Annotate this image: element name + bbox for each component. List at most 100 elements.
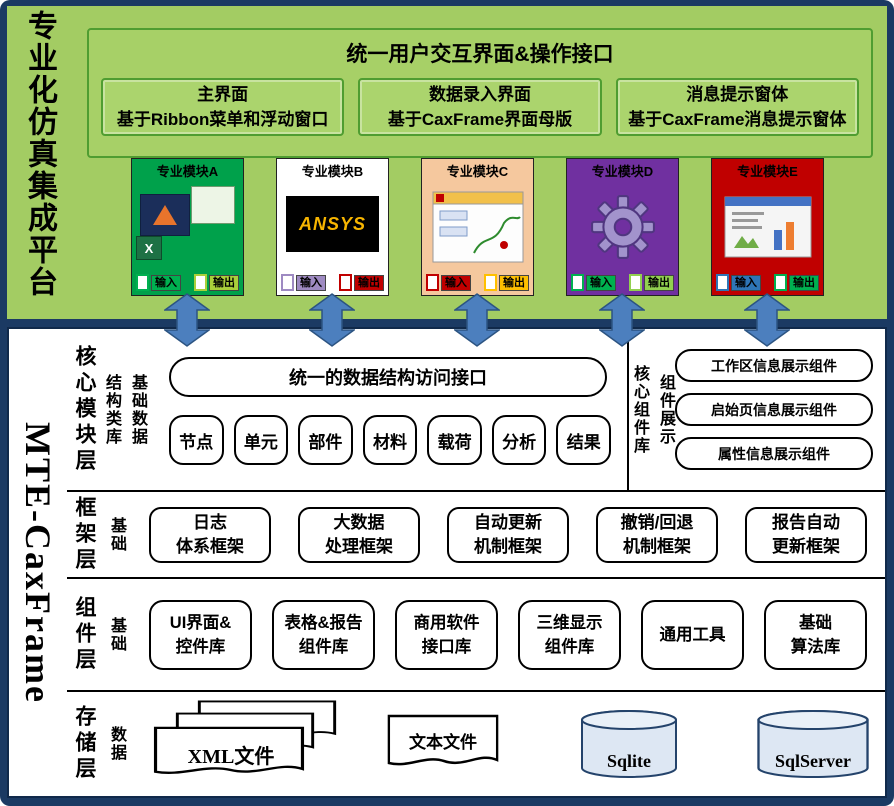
component-layer-sublabel: 基础 [108,616,125,653]
input-doc-icon [281,274,294,291]
sqlserver-database-shape: SqlServer [755,708,871,780]
pill-material: 材料 [362,415,418,465]
framework-title: MTE-CaxFrame [18,421,58,704]
undo-framework-box: 撤销/回退机制框架 [596,506,718,563]
xml-files-shape: XML文件 [153,700,345,788]
threed-display-box: 三维显示组件库 [518,599,621,670]
bidirectional-arrow-icon [309,293,355,347]
report-framework-box: 报告自动更新框架 [745,506,867,563]
input-label-tag: 输入 [296,275,326,291]
component-display-boxes: 工作区信息展示组件 启始页信息展示组件 属性信息展示组件 [675,329,885,490]
input-label-tag: 输入 [731,275,761,291]
module-d-label: 专业模块D [591,164,654,179]
layer-rows: 核心模块层 结构类库 基础数据 统一的数据结构访问接口 节点 单元 部件 材料 … [67,329,885,796]
module-d-io: 输入 输出 [567,274,678,295]
message-ui-box: 消息提示窗体 基于CaxFrame消息提示窗体 [615,78,859,136]
document-shape-icon [153,726,305,774]
sublabel-component-display: 组件展示 [657,373,674,446]
output-doc-icon [774,274,787,291]
component-layer-label: 组件层 [73,595,96,674]
property-info-box: 属性信息展示组件 [675,437,873,470]
bigdata-framework-box: 大数据处理框架 [298,506,420,563]
ui-controls-box: UI界面&控件库 [149,599,252,670]
document-shape-icon [387,714,499,766]
module-b: 专业模块B ANSYS 输入 输出 [276,158,389,296]
pill-part: 部件 [298,415,353,465]
pill-analysis: 分析 [491,415,547,465]
input-doc-icon [716,274,729,291]
output-doc-icon [194,274,207,291]
data-pill-row: 节点 单元 部件 材料 载荷 分析 结果 [169,415,612,465]
storage-layer-sublabel: 数据 [108,726,125,762]
module-b-io: 输入 输出 [277,274,388,295]
commercial-software-box: 商用软件接口库 [395,599,498,670]
log-framework-box: 日志体系框架 [149,506,271,563]
input-label-tag: 输入 [151,275,181,291]
module-b-art: ANSYS [277,180,388,274]
excel-icon: X [136,236,162,260]
matlab-icon [140,194,190,236]
pill-element: 单元 [233,415,289,465]
input-label-tag: 输入 [586,275,616,291]
module-c-label: 专业模块C [446,164,509,179]
ansys-logo-icon: ANSYS [286,196,379,252]
module-a-label: 专业模块A [156,164,219,179]
data-entry-ui-box: 数据录入界面 基于CaxFrame界面母版 [358,78,602,136]
startpage-info-box: 启始页信息展示组件 [675,393,873,426]
storage-layer-label: 存储层 [73,705,96,783]
sqlite-database-shape: Sqlite [579,708,679,780]
database-cylinder-icon [757,710,869,778]
module-e-label: 专业模块E [737,164,798,179]
bidirectional-arrow-icon [744,293,790,347]
output-doc-icon [484,274,497,291]
platform-title: 专业化仿真集成平台 [23,10,56,298]
core-layer-sublabels: 结构类库 基础数据 [101,329,147,490]
sqlserver-label: SqlServer [775,751,851,771]
core-layer-left: 统一的数据结构访问接口 节点 单元 部件 材料 载荷 分析 结果 [147,329,627,490]
bidirectional-arrow-icon [454,293,500,347]
component-layer-content: UI界面&控件库 表格&报告组件库 商用软件接口库 三维显示组件库 通用工具 基… [131,579,885,690]
bidirectional-arrow-icon [599,293,645,347]
storage-layer: 存储层 数据 XML文件 文本文件 [67,690,885,796]
general-tools-box: 通用工具 [641,599,744,670]
module-e-art [712,180,823,274]
output-label-tag: 输出 [499,275,529,291]
sublabel-structure-lib: 结构类库 [103,373,120,446]
main-ui-box: 主界面 基于Ribbon菜单和浮动窗口 [101,78,345,136]
module-d-art [567,180,678,274]
core-layer-label: 核心模块层 [73,344,96,475]
module-b-label: 专业模块B [301,164,364,179]
ui-box-title: 统一用户交互界面&操作接口 [346,43,614,66]
pill-load: 载荷 [427,415,482,465]
output-doc-icon [629,274,642,291]
component-section-sublabels: 核心组件库 组件展示 [629,329,675,490]
framework-title-strip: MTE-CaxFrame [9,329,67,796]
platform-panel: 专业化仿真集成平台 统一用户交互界面&操作接口 主界面 基于Ribbon菜单和浮… [7,6,887,319]
sublabel-core-component-lib: 核心组件库 [631,364,648,455]
input-label-tag: 输入 [441,275,471,291]
data-access-interface-box: 统一的数据结构访问接口 [169,357,607,397]
ui-subbox-row: 主界面 基于Ribbon菜单和浮动窗口 数据录入界面 基于CaxFrame界面母… [89,68,871,136]
autoupdate-framework-box: 自动更新机制框架 [447,506,569,563]
output-label-tag: 输出 [789,275,819,291]
bidirectional-arrow-icon [164,293,210,347]
module-e-io: 输入 输出 [712,274,823,295]
basic-algorithm-box: 基础算法库 [764,599,867,670]
workspace-info-box: 工作区信息展示组件 [675,349,873,382]
text-file-shape: 文本文件 [387,714,499,774]
module-e: 专业模块E 输入 输出 [711,158,824,296]
main-ui-line1: 主界面 [197,85,249,104]
xml-files-label: XML文件 [187,746,275,768]
framework-layer-label: 框架层 [73,495,96,574]
pill-result: 结果 [556,415,612,465]
framework-layer-content: 日志体系框架 大数据处理框架 自动更新机制框架 撤销/回退机制框架 报告自动更新… [131,492,885,577]
output-label-tag: 输出 [354,275,384,291]
component-layer: 组件层 基础 UI界面&控件库 表格&报告组件库 商用软件接口库 三维显示组件库… [67,577,885,690]
data-entry-line2: 基于CaxFrame界面母版 [387,110,573,129]
gear-icon [590,195,655,259]
sqlite-label: Sqlite [606,751,651,771]
message-line1: 消息提示窗体 [686,85,789,104]
dashboard-screenshot-icon [724,196,811,258]
input-doc-icon [136,274,149,291]
